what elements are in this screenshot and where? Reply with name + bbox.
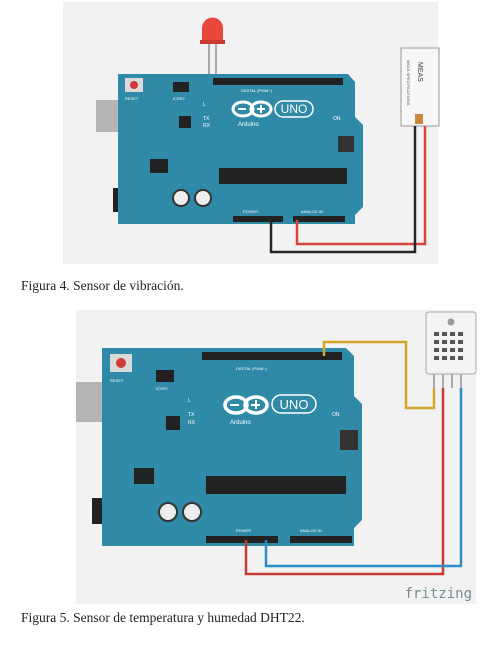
icsp-right-header [340,430,358,450]
l-label: L [203,102,206,108]
icsp-header [156,370,174,382]
digital-header-label: DIGITAL (PWM~) [241,88,273,93]
digital-header [202,352,342,360]
capacitor-1 [172,189,190,207]
red-wire [295,126,427,246]
microcontroller-chip [219,168,347,184]
icsp-label: ICSP2 [173,96,185,101]
tx-label: TX [203,116,210,122]
arduino-dht22-diagram: RESET ICSP2 DIGITAL (PWM~) UNO Arduino L… [76,311,477,602]
board-brand: Arduino [230,420,251,426]
capacitor-2 [182,502,202,522]
rx-label: RX [188,420,196,426]
reset-label: RESET [110,378,124,383]
analog-header-label: ANALOG IN [300,528,322,533]
board-brand: Arduino [238,122,259,128]
sensor-label: MEAS [416,62,423,82]
icsp-label: ICSP2 [156,386,168,391]
l-label: L [188,398,191,404]
figure-4-vibration-sensor: RESET ICSP2 DIGITAL (PWM~) UNO Arduino L… [63,2,440,264]
analog-header [290,536,352,543]
icsp-right-header [338,136,354,152]
power-header [233,216,283,222]
capacitor-1 [158,502,178,522]
yellow-wire [322,340,436,410]
power-header [206,536,278,543]
arduino-logo-icon [231,100,314,118]
tx-label: TX [188,412,195,418]
power-header-label: POWER [236,528,251,533]
analog-header [293,216,345,222]
arduino-vibration-diagram: RESET ICSP2 DIGITAL (PWM~) UNO Arduino L… [96,17,440,254]
small-chip [179,116,191,128]
board-model: UNO [280,397,309,412]
reset-label: RESET [125,96,139,101]
arduino-board [118,74,363,224]
fritzing-watermark: fritzing [405,586,472,602]
microcontroller-chip [206,476,346,494]
digital-header [213,78,343,85]
led-icon [200,17,225,78]
regulator-chip [150,159,168,173]
black-wire [269,126,417,254]
arduino-board [102,348,362,546]
power-header-label: POWER [243,209,258,214]
figure-5-dht22-sensor: RESET ICSP2 DIGITAL (PWM~) UNO Arduino L… [76,310,477,604]
digital-header-label: DIGITAL (PWM~) [236,366,268,371]
dht22-sensor [425,311,477,388]
analog-header-label: ANALOG IN [301,209,323,214]
on-label: ON [332,412,340,418]
red-wire [244,388,445,576]
icsp-header [173,82,189,92]
figure-4-caption: Figura 4. Sensor de vibración. [21,278,184,293]
capacitor-2 [194,189,212,207]
vibration-sensor: MEAS MEAS SPECIFICATIONS [400,47,440,127]
blue-wire [264,388,463,568]
board-model: UNO [281,102,308,116]
regulator-chip [134,468,154,484]
small-chip [166,416,180,430]
sensor-sublabel: MEAS SPECIFICATIONS [406,60,411,106]
arduino-logo-icon [223,394,317,415]
rx-label: RX [203,123,211,129]
on-label: ON [333,116,341,122]
figure-5-caption: Figura 5. Sensor de temperatura y humeda… [21,610,305,625]
